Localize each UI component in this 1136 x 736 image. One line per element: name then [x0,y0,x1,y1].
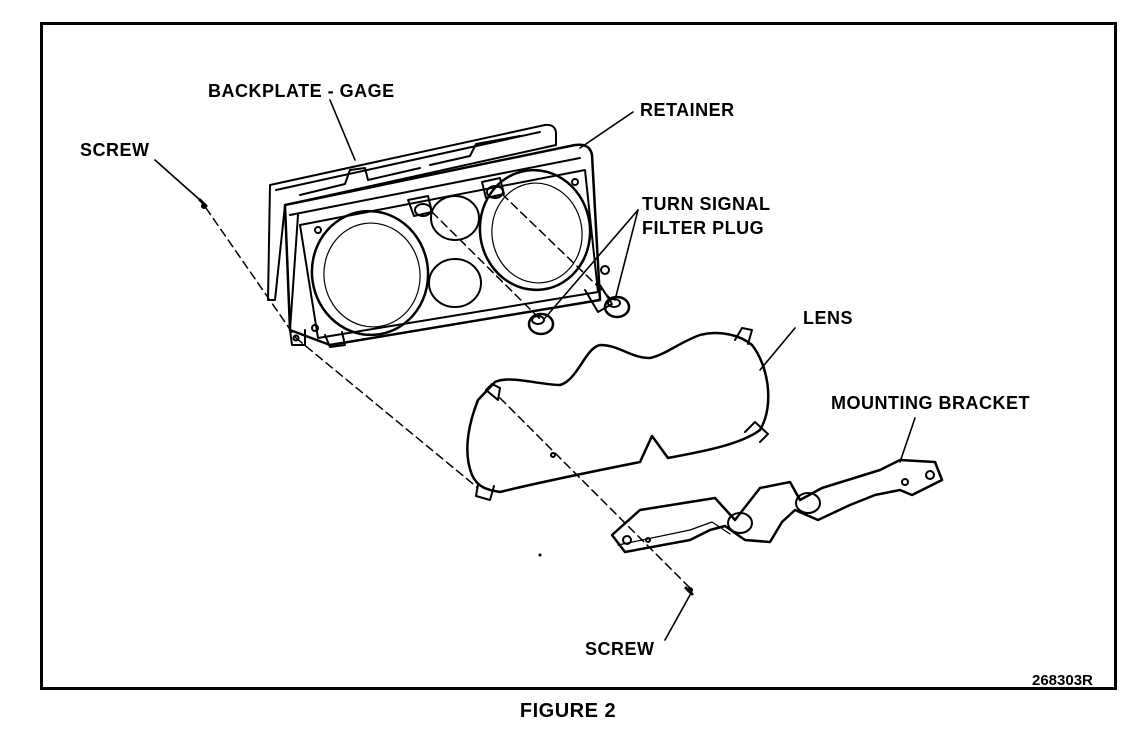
retainer-label: RETAINER [640,100,735,120]
leader-lines [154,99,916,641]
screw-top-label: SCREW [80,140,150,160]
mounting-bracket-label: MOUNTING BRACKET [831,393,1030,413]
figure-caption: FIGURE 2 [519,700,617,722]
cluster-housing [267,123,613,348]
lens-label: LENS [803,308,854,328]
figure-frame [40,22,1117,690]
figure-code: 268303R [1032,672,1093,689]
backplate-gage-label: BACKPLATE - GAGE [208,81,395,101]
assembly-lines [205,193,691,589]
screws [198,198,694,596]
lens [466,327,770,501]
stray-dot [538,553,542,557]
turn-signal-label: TURN SIGNAL [642,194,771,214]
mounting-bracket [610,458,944,554]
screw-bottom-label: SCREW [585,639,655,659]
filter-plug-label: FILTER PLUG [642,218,765,238]
